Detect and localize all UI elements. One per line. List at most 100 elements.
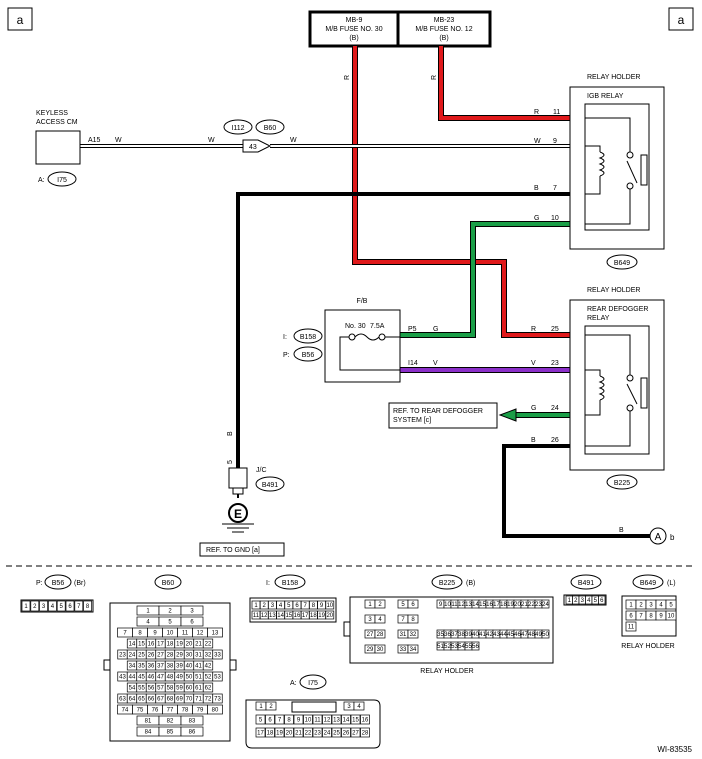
svg-text:MB-9: MB-9 bbox=[346, 17, 363, 24]
pin-label: 6 bbox=[411, 602, 415, 608]
pin-label: 22 bbox=[205, 642, 212, 648]
svg-text:M/B FUSE NO. 12: M/B FUSE NO. 12 bbox=[415, 26, 472, 33]
pin-label: 9 bbox=[297, 718, 301, 724]
pin-label: 2 bbox=[574, 598, 578, 604]
pin-label: 46 bbox=[148, 675, 155, 681]
pin-cell bbox=[407, 599, 419, 609]
pin-label: 18 bbox=[310, 613, 317, 619]
pin-label: 46 bbox=[514, 632, 521, 638]
svg-text:B491: B491 bbox=[262, 482, 278, 489]
pin-label: 5 bbox=[168, 620, 172, 626]
pin-label: 45 bbox=[507, 632, 514, 638]
pin-label: 31 bbox=[195, 653, 202, 659]
pin-label: 40 bbox=[472, 632, 479, 638]
pin-label: 1 bbox=[368, 602, 372, 608]
svg-text:MB-23: MB-23 bbox=[434, 17, 455, 24]
svg-text:B225: B225 bbox=[614, 480, 630, 487]
pin-label: 12 bbox=[324, 718, 331, 724]
wire-green bbox=[400, 221, 570, 422]
pin-cell bbox=[265, 714, 275, 725]
svg-text:25: 25 bbox=[551, 326, 559, 333]
pin-label: 6 bbox=[295, 603, 299, 609]
pin-label: 19 bbox=[507, 602, 514, 608]
pin-cell bbox=[665, 610, 677, 621]
pin-cell bbox=[374, 599, 386, 609]
pin-label: 8 bbox=[649, 614, 653, 620]
pin-label: 50 bbox=[542, 632, 549, 638]
pin-label: 1 bbox=[568, 598, 572, 604]
pin-label: 10 bbox=[326, 603, 333, 609]
pin-label: 7 bbox=[77, 604, 81, 610]
svg-text:P:: P: bbox=[283, 352, 290, 359]
pin-cell bbox=[322, 714, 332, 725]
svg-text:B60: B60 bbox=[264, 125, 277, 132]
svg-text:KEYLESS: KEYLESS bbox=[36, 110, 68, 117]
pin-label: 16 bbox=[486, 602, 493, 608]
pin-cell bbox=[541, 629, 550, 639]
pin-label: 83 bbox=[189, 719, 196, 725]
pin-label: 19 bbox=[176, 642, 183, 648]
pin-cell bbox=[207, 627, 223, 638]
pin-label: 17 bbox=[493, 602, 500, 608]
svg-text:B649: B649 bbox=[640, 580, 656, 587]
svg-text:W: W bbox=[208, 137, 215, 144]
pin-label: 33 bbox=[214, 653, 221, 659]
pin-label: 23 bbox=[535, 602, 542, 608]
pin-label: 40 bbox=[186, 664, 193, 670]
pin-cell bbox=[30, 600, 40, 612]
pin-label: 14 bbox=[277, 613, 284, 619]
pin-cell bbox=[180, 605, 204, 616]
svg-text:B491: B491 bbox=[578, 580, 594, 587]
svg-text:RELAY: RELAY bbox=[587, 315, 610, 322]
svg-text:J/C: J/C bbox=[256, 467, 267, 474]
pin-cell bbox=[407, 629, 419, 639]
pin-label: 42 bbox=[205, 664, 212, 670]
pin-label: 36 bbox=[444, 632, 451, 638]
pin-cell bbox=[65, 600, 75, 612]
svg-text:b: b bbox=[670, 533, 675, 542]
pin-label: 31 bbox=[400, 632, 407, 638]
pin-label: 28 bbox=[362, 731, 369, 737]
pin-label: 6 bbox=[629, 614, 633, 620]
junction-connector: I112 B60 43 bbox=[223, 119, 285, 153]
pin-cell bbox=[180, 715, 204, 726]
svg-text:R: R bbox=[531, 326, 536, 333]
pin-label: 7 bbox=[639, 614, 643, 620]
pin-label: 1 bbox=[254, 603, 258, 609]
pin-label: 16 bbox=[148, 642, 155, 648]
pin-label: 30 bbox=[186, 653, 193, 659]
pin-label: 71 bbox=[195, 697, 202, 703]
svg-text:A:: A: bbox=[38, 177, 45, 184]
pin-label: 4 bbox=[146, 620, 150, 626]
pin-label: 11 bbox=[628, 625, 635, 631]
pin-cell bbox=[350, 714, 361, 725]
pin-label: 2 bbox=[263, 603, 267, 609]
pin-label: 53 bbox=[451, 644, 458, 650]
pin-label: 1 bbox=[24, 604, 28, 610]
pin-cell bbox=[407, 644, 419, 654]
pin-label: 1 bbox=[629, 603, 633, 609]
pin-label: 14 bbox=[129, 642, 136, 648]
svg-text:W: W bbox=[290, 137, 297, 144]
pin-label: 30 bbox=[377, 647, 384, 653]
svg-text:A:: A: bbox=[290, 680, 297, 687]
corner-label-left: a bbox=[7, 7, 33, 31]
pin-label: 11 bbox=[182, 631, 189, 637]
wire-red bbox=[352, 46, 570, 338]
pin-label: 17 bbox=[302, 613, 309, 619]
pin-cell bbox=[274, 714, 285, 725]
pin-label: 66 bbox=[148, 697, 155, 703]
pin-label: 56 bbox=[472, 644, 479, 650]
pin-cell bbox=[665, 599, 677, 610]
pin-cell bbox=[312, 714, 323, 725]
pin-label: 19 bbox=[318, 613, 325, 619]
pin-label: 62 bbox=[205, 686, 212, 692]
pin-label: 8 bbox=[411, 617, 415, 623]
svg-text:G: G bbox=[534, 215, 539, 222]
pin-label: 11 bbox=[253, 613, 260, 619]
pin-label: 5 bbox=[594, 598, 598, 604]
pin-label: 2 bbox=[378, 602, 382, 608]
pin-cell bbox=[293, 727, 304, 738]
svg-text:B: B bbox=[227, 431, 234, 436]
